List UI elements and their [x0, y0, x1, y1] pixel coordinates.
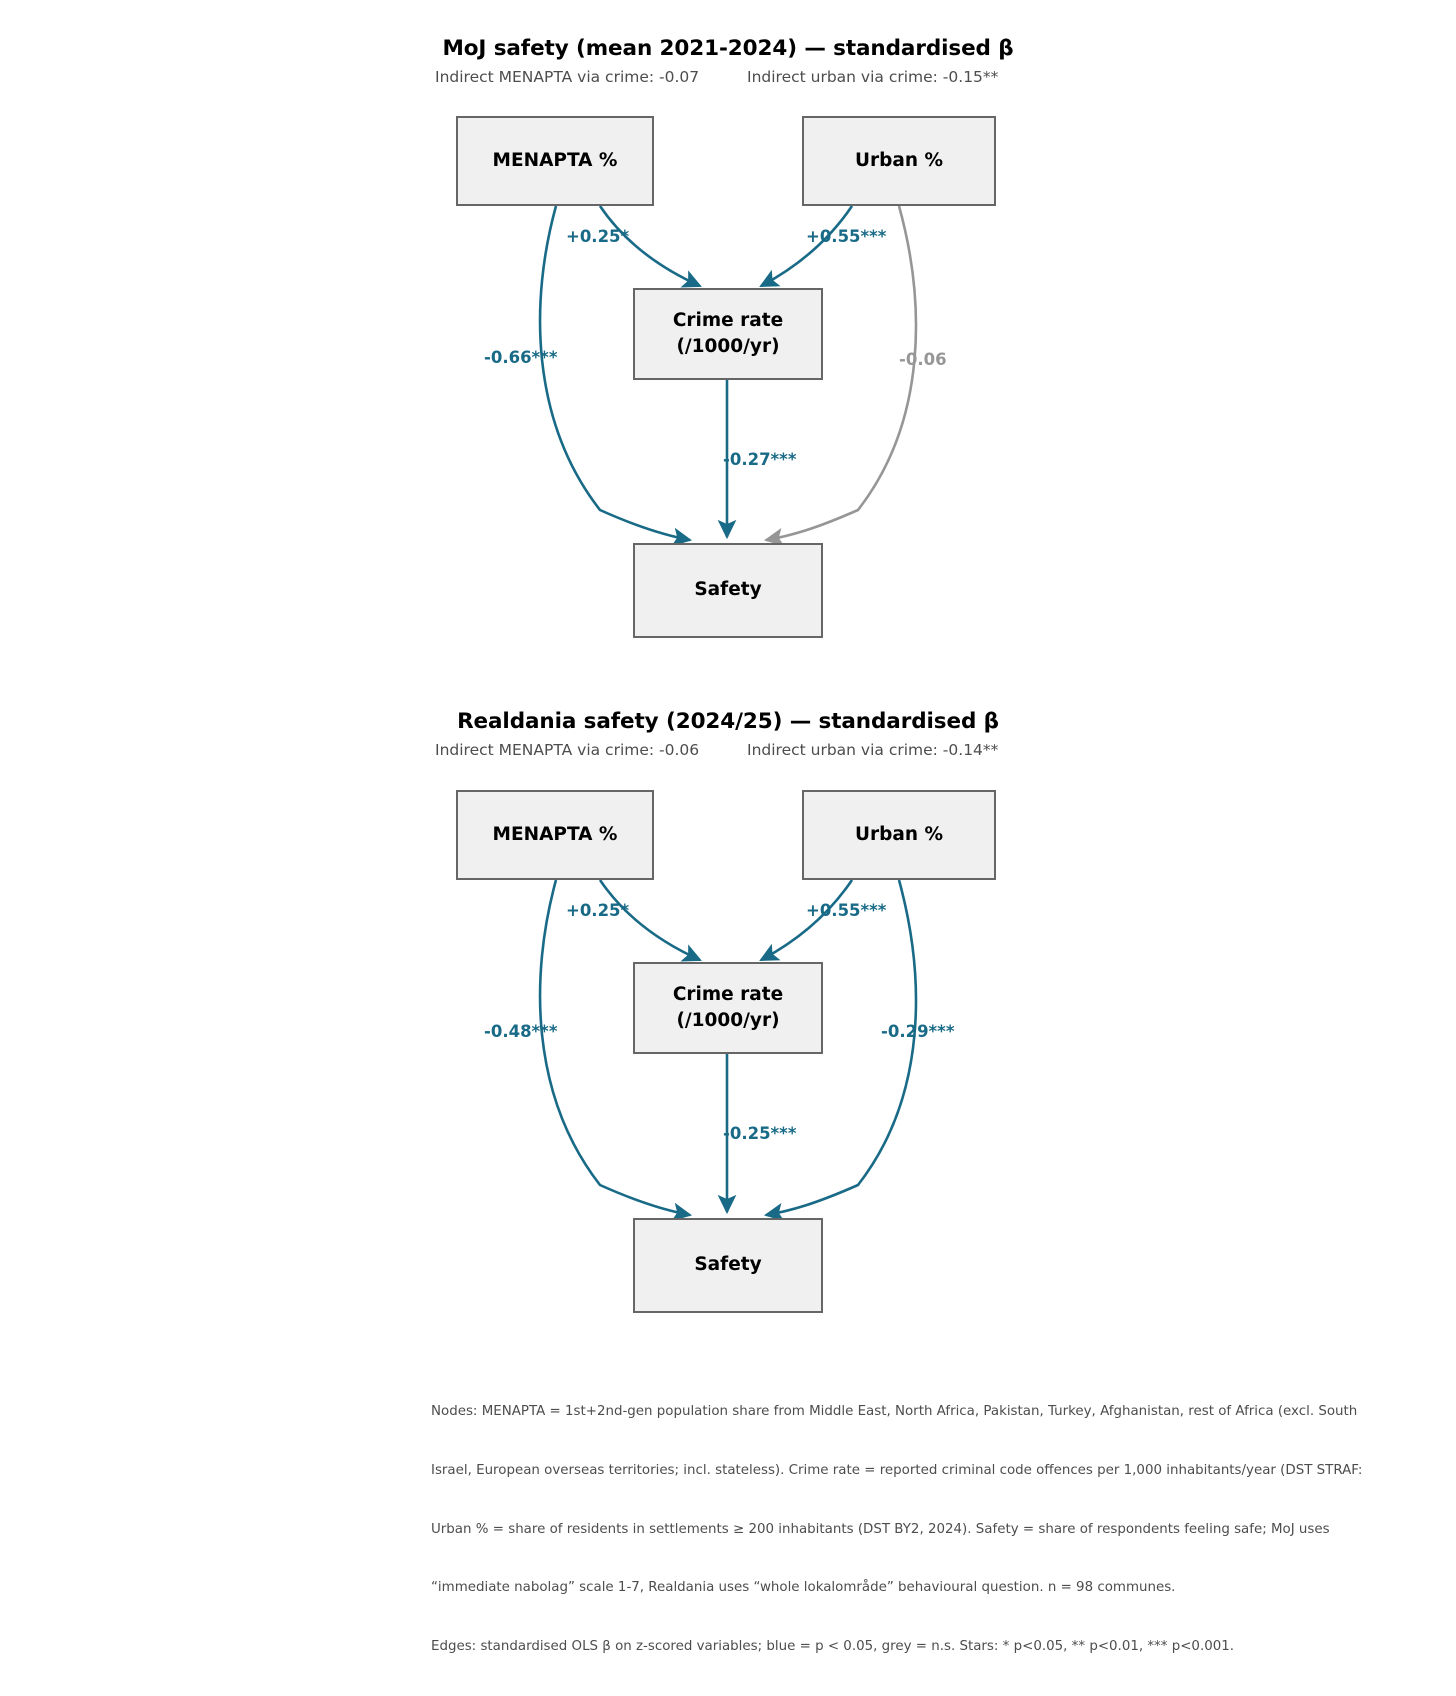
edge-label-urban-to-crime: +0.55***	[806, 901, 887, 920]
panel-realdania-subtitle-right: Indirect urban via crime: -0.14**	[747, 741, 999, 759]
node-menapta-label: MENAPTA %	[492, 149, 618, 171]
node-safety-label: Safety	[694, 1254, 762, 1276]
panel-realdania-title: Realdania safety (2024/25) — standardise…	[457, 709, 999, 734]
node-safety[interactable]: Safety	[633, 543, 823, 638]
panel-moj-title: MoJ safety (mean 2021-2024) — standardis…	[442, 36, 1014, 61]
edge-label-urban-to-crime: +0.55***	[806, 227, 887, 246]
footnote: Nodes: MENAPTA = 1st+2nd-gen population …	[431, 1363, 1456, 1696]
panel-moj-subtitle-left: Indirect MENAPTA via crime: -0.07	[435, 68, 700, 86]
node-crime-rate[interactable]: Crime rate (/1000/yr)	[633, 962, 823, 1054]
node-urban[interactable]: Urban %	[802, 790, 996, 880]
footnote-line-4: “immediate nabolag” scale 1-7, Realdania…	[431, 1580, 1176, 1596]
edge-label-crime-to-safety: -0.27***	[723, 450, 797, 469]
edge-label-menapta-to-safety: -0.66***	[484, 348, 558, 367]
edge-menapta-to-crime-path	[598, 205, 702, 288]
node-urban-label: Urban %	[854, 149, 944, 171]
edge-label-menapta-to-safety: -0.48***	[484, 1022, 558, 1041]
node-crime-rate-label-line1: Crime rate	[672, 983, 784, 1005]
panel-moj-subtitle-right: Indirect urban via crime: -0.15**	[747, 68, 999, 86]
edge-label-menapta-to-crime: +0.25*	[566, 901, 630, 920]
edge-urban-to-crime-path	[759, 879, 854, 962]
footnote-line-1: Nodes: MENAPTA = 1st+2nd-gen population …	[431, 1404, 1358, 1420]
node-urban[interactable]: Urban %	[802, 116, 996, 206]
edge-label-urban-to-safety: -0.29***	[881, 1022, 955, 1041]
edge-label-menapta-to-crime: +0.25*	[566, 227, 630, 246]
node-menapta[interactable]: MENAPTA %	[456, 116, 654, 206]
edge-urban-to-crime-path	[759, 205, 854, 288]
panel-realdania-subtitle-left: Indirect MENAPTA via crime: -0.06	[435, 741, 700, 759]
node-crime-rate-label-line1: Crime rate	[672, 309, 784, 331]
figure-canvas: MoJ safety (mean 2021-2024) — standardis…	[431, 36, 1362, 1654]
footnote-line-2: Israel, European overseas territories; i…	[431, 1462, 1363, 1478]
node-safety[interactable]: Safety	[633, 1218, 823, 1313]
node-crime-rate-label-line2: (/1000/yr)	[676, 336, 780, 357]
node-urban-label: Urban %	[854, 823, 944, 845]
footnote-line-3: Urban % = share of residents in settleme…	[431, 1521, 1330, 1537]
node-menapta[interactable]: MENAPTA %	[456, 790, 654, 880]
edge-label-crime-to-safety: -0.25***	[723, 1124, 797, 1143]
node-crime-rate-label-line2: (/1000/yr)	[676, 1010, 780, 1031]
node-safety-label: Safety	[694, 579, 762, 601]
edge-menapta-to-crime-path	[598, 879, 702, 962]
footnote-line-5: Edges: standardised OLS β on z-scored va…	[431, 1638, 1235, 1654]
node-menapta-label: MENAPTA %	[492, 823, 618, 845]
node-crime-rate[interactable]: Crime rate (/1000/yr)	[633, 288, 823, 380]
edge-label-urban-to-safety: -0.06	[899, 350, 947, 369]
